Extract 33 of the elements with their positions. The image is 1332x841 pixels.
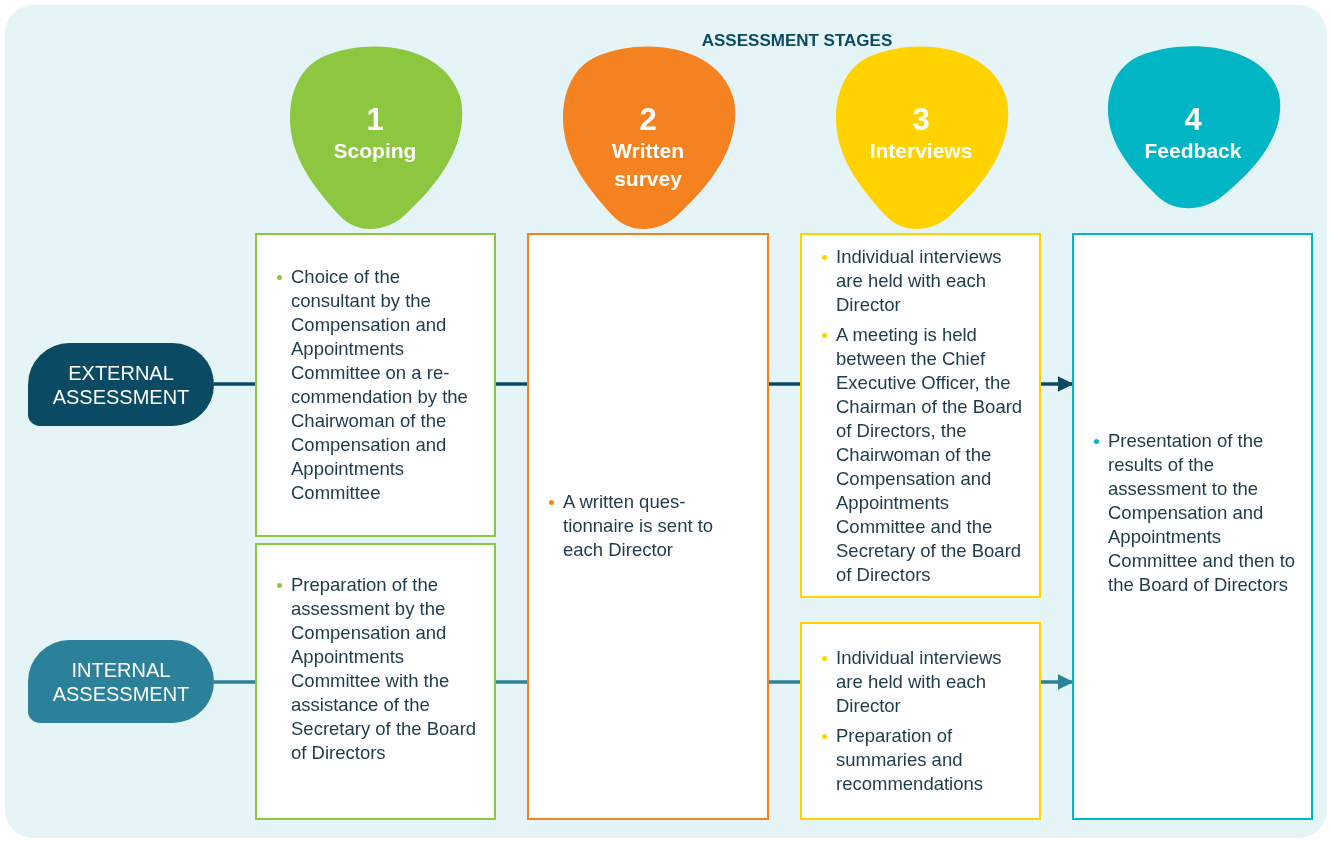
step-box	[255, 543, 496, 820]
step-box	[255, 233, 496, 537]
step-text: Individual interviews are held with each Director	[836, 646, 1003, 718]
step-text: Presentation of the results of the assessment to the Compensation and Appointments Committee and then to the Board of Directors	[1108, 429, 1297, 597]
connector-line	[769, 680, 800, 684]
assessment-type-tag: INTERNAL ASSESSMENT	[28, 640, 214, 723]
connector-line	[214, 382, 255, 386]
stage-name: Written survey	[611, 138, 685, 192]
arrow	[1041, 674, 1074, 690]
arrow	[1041, 376, 1074, 392]
connector-line	[769, 382, 800, 386]
step-text: Choice of the consultant by the Compensation and Appointments Committee on a re-commendation by the Chairwoman of the Compensation and Appointments Committee	[291, 265, 469, 505]
step-box	[800, 622, 1041, 820]
step-text: Preparation of the assessment by the Compensation and Appointments Committee with the assistance of the Secretary of the Board of Directors	[291, 573, 478, 765]
step-box	[1072, 233, 1313, 820]
stage-number: 1	[366, 103, 384, 137]
stage-name: Scoping	[332, 138, 418, 164]
stage-name: Feedback	[1143, 138, 1243, 164]
step-box	[800, 233, 1041, 598]
connector-line	[496, 680, 527, 684]
stage-number: 4	[1184, 103, 1202, 137]
step-text: Individual interviews are held with each Director	[836, 245, 1003, 317]
connector-line	[214, 680, 255, 684]
stage-name: Interviews	[868, 138, 974, 164]
stage-number: 2	[639, 103, 657, 137]
diagram-title: ASSESSMENT STAGES	[700, 31, 894, 51]
step-text: A meeting is held between the Chief Executive Officer, the Chairman of the Board of Directors, the Chairwoman of the Compensation and Appointments Committee and the Secretary of the Board of Directors	[836, 323, 1024, 587]
step-text: Preparation of summaries and recommendations	[836, 724, 985, 796]
stage-number: 3	[912, 103, 930, 137]
step-text: A written ques-tionnaire is sent to each Director	[563, 490, 715, 562]
connector-line	[496, 382, 527, 386]
step-box	[527, 233, 769, 820]
assessment-type-tag: EXTERNAL ASSESSMENT	[28, 343, 214, 426]
